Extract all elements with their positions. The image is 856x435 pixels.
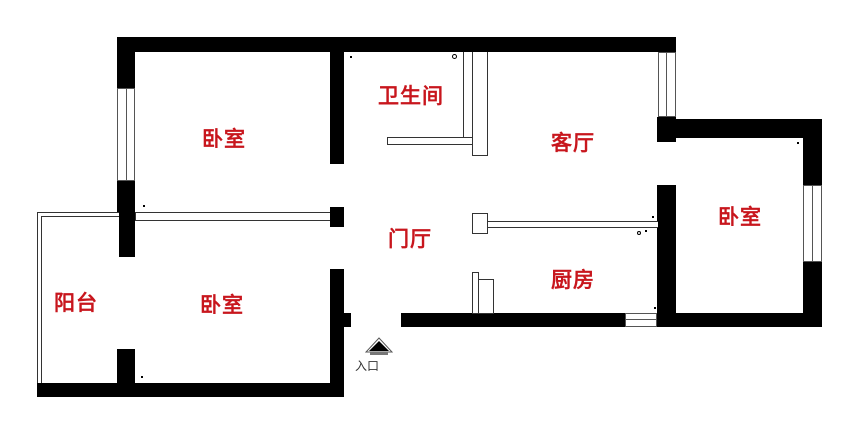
wall-stub — [330, 207, 344, 227]
wall-left-middle — [117, 181, 135, 257]
wall-bedroom-bathroom — [330, 52, 344, 164]
wall-bottom-right — [657, 313, 822, 327]
wall-bottom-left — [37, 383, 344, 397]
wall-right-upper — [803, 119, 822, 185]
window-pane-line — [666, 52, 667, 117]
partition-bedrooms — [135, 212, 331, 221]
room-label-balcony: 阳台 — [54, 291, 98, 315]
entrance-label: 入口 — [355, 359, 380, 373]
marker-dot — [645, 230, 647, 232]
wall-left-upper — [117, 37, 135, 88]
window-pane-line — [625, 319, 657, 320]
window-living-room — [658, 52, 676, 117]
window-kitchen — [625, 313, 657, 327]
room-label-bedroom-right: 卧室 — [718, 205, 762, 229]
wall-door-stub — [344, 313, 351, 327]
window-pane-line — [812, 185, 813, 262]
wall-top — [117, 37, 676, 52]
kitchen-sink-icon — [637, 231, 641, 235]
wall-bottom-kitchen — [401, 313, 625, 327]
kitchen-counter — [472, 221, 658, 228]
kitchen-counter-end — [472, 213, 488, 234]
room-label-bedroom-lower: 卧室 — [200, 293, 244, 317]
marker-dot — [141, 376, 143, 378]
room-label-living-room: 客厅 — [551, 131, 595, 155]
partition-bathroom-horizontal — [387, 137, 473, 145]
room-label-kitchen: 厨房 — [551, 268, 595, 292]
wall-living-stub — [657, 117, 676, 142]
wall-balcony-stub — [117, 349, 135, 383]
kitchen-fridge — [478, 279, 494, 314]
window-pane-line — [126, 88, 127, 181]
arrow-up-icon — [365, 337, 393, 355]
room-label-bedroom-upper: 卧室 — [202, 127, 246, 151]
wall-right-bedroom-top — [676, 119, 822, 138]
marker-dot — [652, 216, 654, 218]
marker-dot — [143, 205, 145, 207]
partition-bathroom-vertical — [472, 52, 488, 156]
marker-dot — [654, 307, 656, 309]
balcony-rail-inner — [41, 216, 119, 391]
bathroom-drain-icon — [452, 54, 457, 59]
wall-right-bedroom-left — [657, 185, 676, 327]
bathroom-inner-line — [463, 52, 464, 138]
room-label-bathroom: 卫生间 — [378, 84, 444, 108]
marker-dot — [797, 142, 799, 144]
wall-lower-bedroom-right — [330, 269, 344, 397]
room-label-foyer: 门厅 — [388, 227, 432, 251]
marker-dot — [350, 56, 352, 58]
wall-right-lower — [803, 262, 822, 327]
